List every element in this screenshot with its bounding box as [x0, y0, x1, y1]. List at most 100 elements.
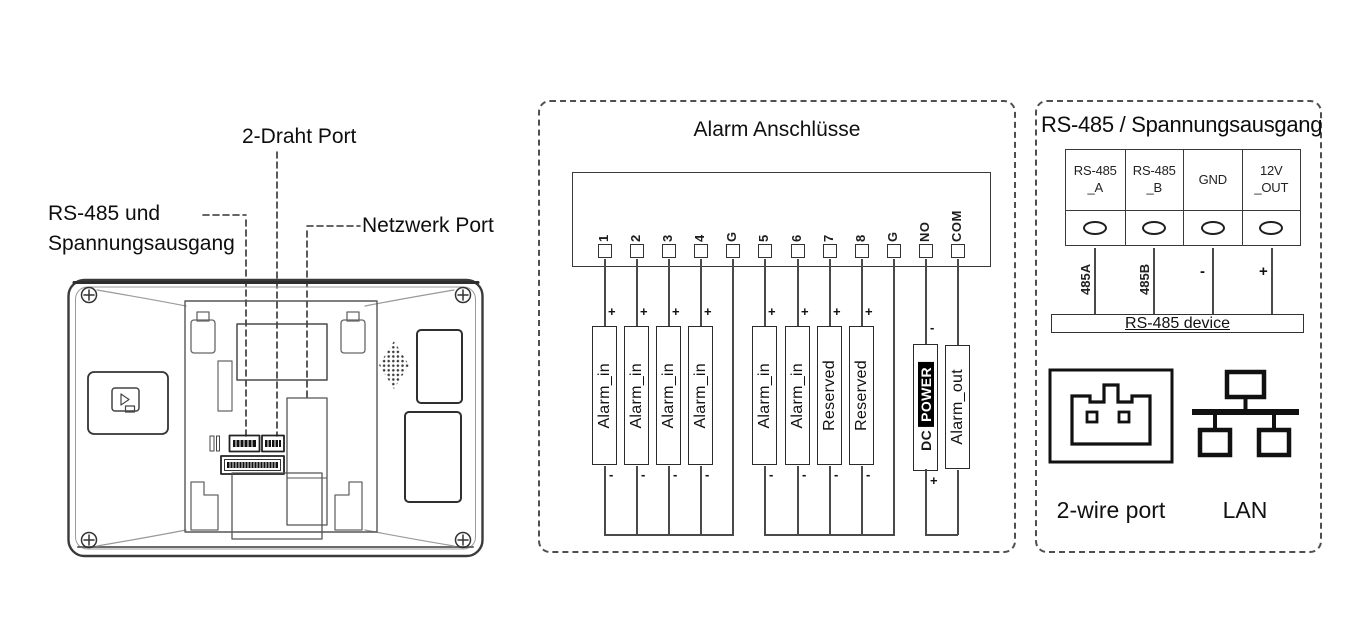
- wire: [1094, 248, 1096, 315]
- wire: [1271, 248, 1273, 315]
- wire: [636, 466, 638, 534]
- port-icons: [1048, 368, 1299, 464]
- network-connector: [220, 455, 285, 475]
- terminal-label: G: [885, 231, 900, 242]
- ground-bus: [604, 534, 734, 536]
- cable-channel-upper: [286, 397, 328, 526]
- terminal-label: 6: [789, 234, 804, 242]
- polarity-minus: -: [641, 467, 646, 482]
- corner-screws: [80, 286, 472, 549]
- speaker-grill: [379, 341, 409, 389]
- lan-caption: LAN: [1222, 497, 1268, 523]
- polarity-plus: +: [640, 304, 648, 319]
- terminal-header: RS-485 _B: [1124, 150, 1184, 210]
- terminal-pin: [950, 244, 965, 258]
- terminal-label: COM: [949, 210, 964, 242]
- dc-power-box: DCPOWER: [913, 344, 938, 471]
- terminal-pin: [918, 244, 933, 258]
- reserved-box: Reserved: [817, 326, 842, 465]
- label-two-wire-port: 2-Draht Port: [242, 125, 357, 148]
- alarm-in-box: Alarm_in: [592, 326, 617, 465]
- wire: [668, 259, 670, 326]
- terminal-pin: [725, 244, 740, 258]
- mounting-hooks-bottom: [190, 481, 363, 531]
- wire: [957, 470, 959, 535]
- wire-label-minus: -: [1200, 263, 1205, 280]
- polarity-plus: +: [704, 304, 712, 319]
- rear-opening-upper: [416, 329, 463, 404]
- device-inner-shell: [75, 286, 476, 550]
- polarity-minus: -: [834, 467, 839, 482]
- wire: [764, 466, 766, 534]
- wire: [668, 466, 670, 534]
- polarity-plus: +: [768, 304, 776, 319]
- polarity-minus: -: [769, 467, 774, 482]
- rs485-output-panel: RS-485 / Spannungsausgang RS-485 _A RS-4…: [1035, 100, 1322, 553]
- alarm-in-box: Alarm_in: [656, 326, 681, 465]
- wire: [957, 259, 959, 345]
- polarity-plus: +: [672, 304, 680, 319]
- wire: [1153, 248, 1155, 315]
- side-slot: [217, 360, 233, 412]
- polarity-plus: +: [833, 304, 841, 319]
- terminal-header: RS-485 _A: [1073, 163, 1117, 195]
- wire: [700, 259, 702, 326]
- mounting-hooks-top: [190, 311, 366, 354]
- terminal-label: NO: [917, 221, 932, 243]
- wire: [925, 259, 927, 344]
- mounting-arms: [96, 289, 455, 547]
- alarm-panel-title: Alarm Anschlüsse: [693, 118, 861, 141]
- terminal-pin: [790, 244, 805, 258]
- polarity-plus: +: [801, 304, 809, 319]
- terminal-hole: [1200, 221, 1225, 235]
- wire: [797, 259, 799, 326]
- wire: [1212, 248, 1214, 315]
- terminal-pin: [693, 244, 708, 258]
- polarity-plus: +: [865, 304, 873, 319]
- ground-wire: [893, 259, 895, 535]
- terminal-hole: [1259, 221, 1284, 235]
- reserved-box: Reserved: [849, 326, 874, 465]
- terminal-label: 2: [628, 234, 643, 242]
- alarm-in-box: Alarm_in: [752, 326, 777, 465]
- ground-wire: [732, 259, 734, 535]
- wire: [604, 466, 606, 534]
- terminal-pin: [854, 244, 869, 258]
- terminal-pin: [757, 244, 772, 258]
- terminal-label: 3: [660, 234, 675, 242]
- terminal-label: 1: [596, 234, 611, 242]
- polarity-minus: -: [609, 467, 614, 482]
- terminal-header: GND: [1183, 150, 1242, 210]
- terminal-label: G: [724, 231, 739, 242]
- alarm-connections-panel: Alarm Anschlüsse 1 2 3 4 G 5 6 7 8 G NO …: [538, 100, 1016, 553]
- rs485-panel-title: RS-485 / Spannungsausgang: [1041, 112, 1323, 137]
- sd-card-slot: [87, 371, 169, 435]
- two-wire-connector: [261, 434, 285, 453]
- terminal-label: 7: [821, 234, 836, 242]
- ground-bus: [764, 534, 895, 536]
- device-inner-panel: [184, 300, 378, 533]
- wire: [829, 466, 831, 534]
- rear-opening-lower: [404, 411, 462, 503]
- dc-power-label: DCPOWER: [917, 361, 934, 454]
- wire: [604, 259, 606, 326]
- polarity-plus: +: [608, 304, 616, 319]
- polarity-minus: -: [802, 467, 807, 482]
- wire-label-plus: +: [1259, 263, 1268, 280]
- lan-icon: [1192, 369, 1299, 458]
- wire: [636, 259, 638, 326]
- label-rs485-output: RS-485 und Spannungsausgang: [48, 202, 235, 255]
- wire: [861, 466, 863, 534]
- wire: [925, 469, 927, 535]
- terminal-label: 5: [756, 234, 771, 242]
- alarm-in-box: Alarm_in: [785, 326, 810, 465]
- wire: [829, 259, 831, 326]
- device-outer-shell: [67, 278, 484, 558]
- polarity-minus: -: [866, 467, 871, 482]
- polarity-minus: -: [673, 467, 678, 482]
- wire: [700, 466, 702, 534]
- terminal-label: 8: [853, 234, 868, 242]
- two-wire-port-icon: [1048, 368, 1174, 464]
- terminal-label: 4: [692, 234, 707, 242]
